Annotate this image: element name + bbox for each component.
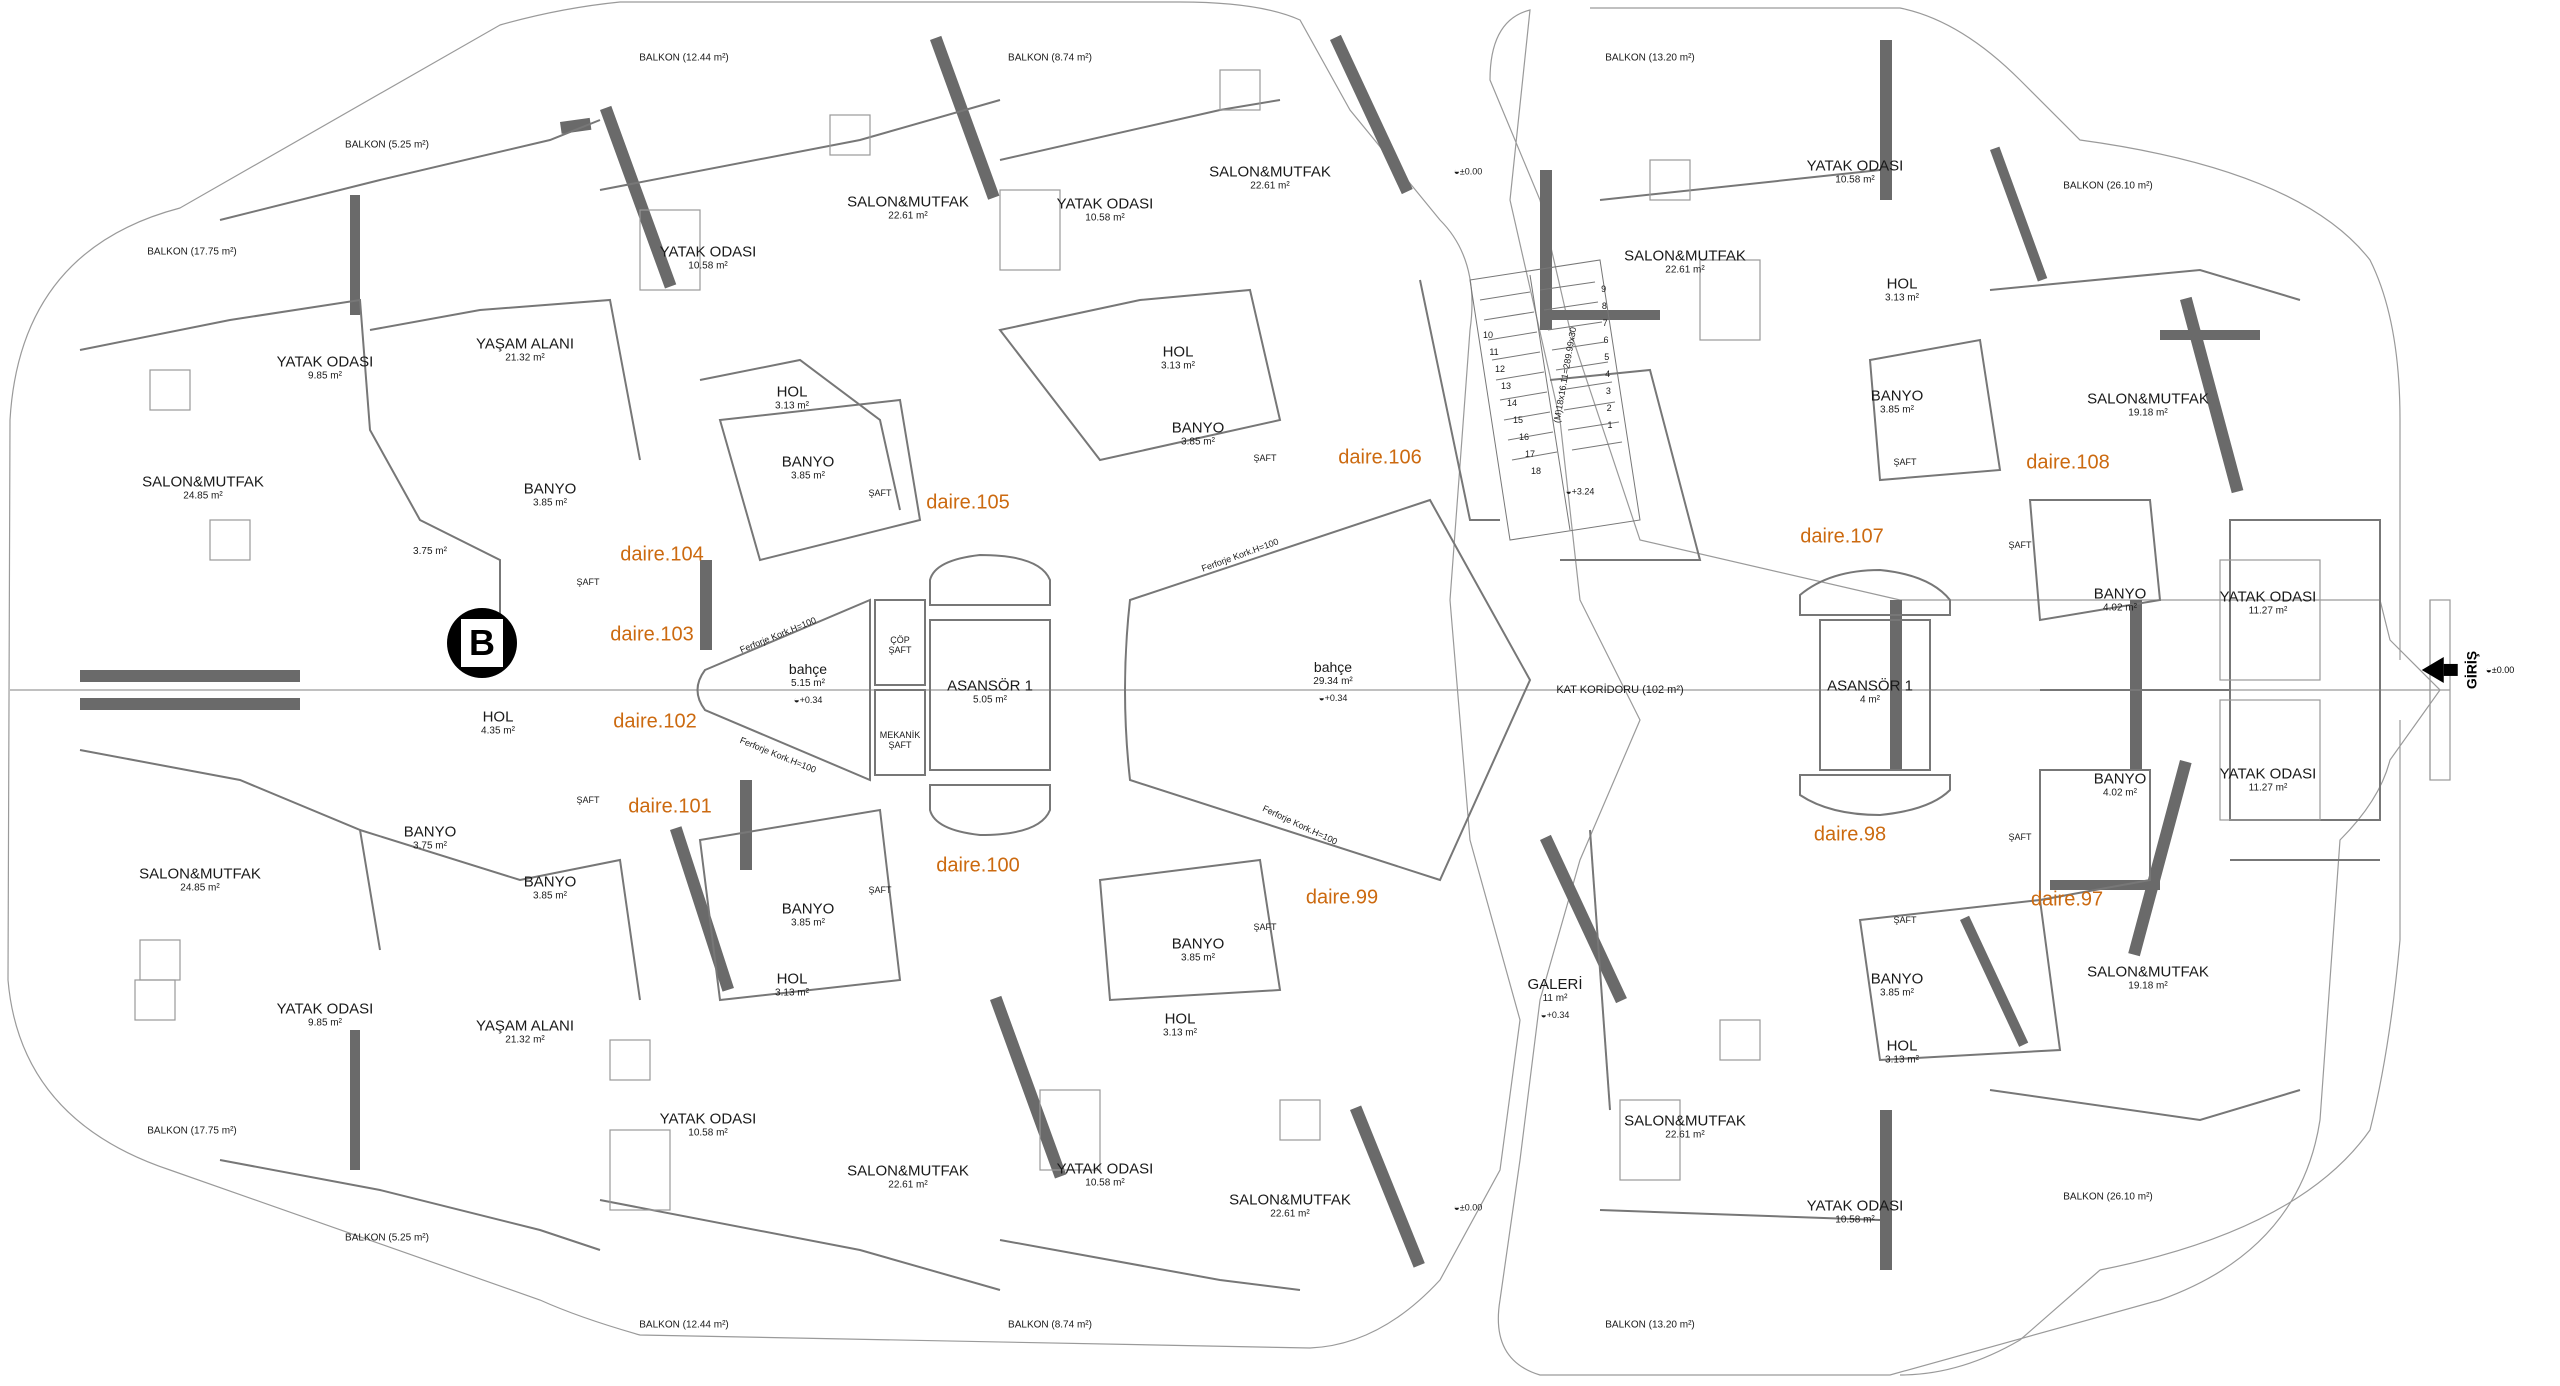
planter-top: [929, 553, 1051, 606]
entrance-marker: GİRİŞ ±0.00: [2421, 650, 2514, 690]
elevator-left-shaft: [929, 619, 1051, 771]
block-marker: B: [447, 608, 517, 678]
slab-outline-right: [1489, 9, 2441, 1376]
right-upper-edge: [1590, 7, 2401, 660]
garden-large: [1124, 498, 1532, 882]
entrance-label: GİRİŞ: [2463, 650, 2480, 690]
right-lower-edge: [1899, 720, 2401, 1376]
entrance-level: ±0.00: [2486, 665, 2514, 676]
entrance-arrow-icon: [2421, 657, 2444, 683]
entrance-arrow-tail: [2443, 664, 2458, 676]
slab-outline-left: [7, 1, 1521, 1349]
elevator-right-shaft: [1819, 619, 1931, 771]
garden-small: [696, 598, 871, 782]
staircase: [1469, 259, 1641, 541]
planter-bottom: [929, 784, 1051, 837]
block-letter: B: [461, 619, 503, 667]
